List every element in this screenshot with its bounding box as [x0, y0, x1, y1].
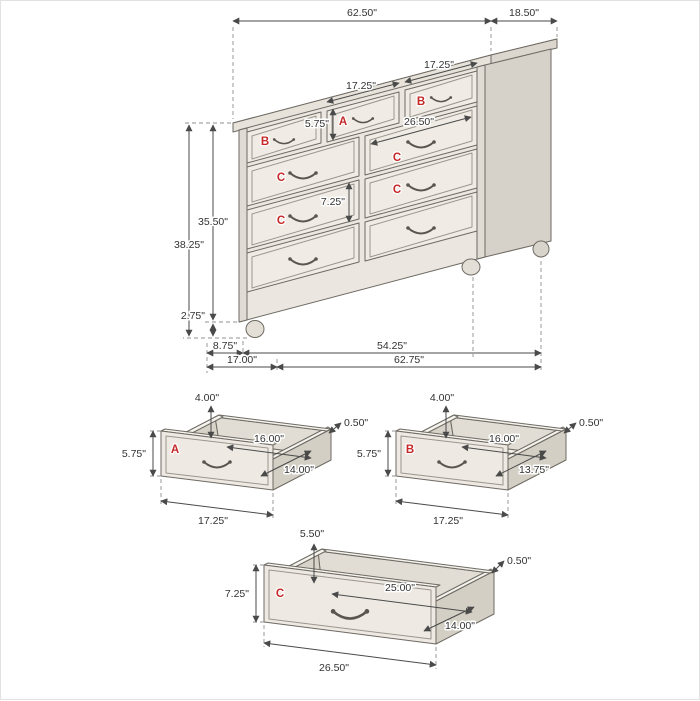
drawer-c-inner-width-label: 25.00": [385, 582, 415, 594]
dim-depth-label: 18.50": [509, 7, 539, 19]
dresser-top-right-edge: [490, 38, 558, 65]
dresser-right-pilaster: [476, 64, 486, 260]
dresser-left-pilaster: [238, 127, 248, 323]
drawer-c-inner-depth-label: 14.00": [445, 620, 475, 632]
drawer-letter-c2l: C: [277, 215, 285, 227]
drawer-c-front-width-label: 26.50": [319, 662, 349, 674]
dim-drawer-c-width-label: 26.50": [404, 116, 434, 128]
dim-line: [563, 422, 577, 434]
drawer-front-c1-left: [246, 136, 360, 207]
drawer-letter-c1l: C: [277, 172, 285, 184]
dim-line: [260, 450, 312, 477]
dim-total-height-label: 38.25": [174, 239, 204, 251]
drawer-a-thickness-label: 0.50": [344, 417, 368, 429]
drawer-letter-c1r: C: [393, 152, 401, 164]
drawer-c-front-height-label: 7.25": [225, 588, 249, 600]
dim-drawer-c-height-label: 7.25": [321, 196, 345, 208]
dim-base-b-label: 54.25": [377, 340, 407, 352]
dresser-view: 62.50" 18.50" 35.50" 38.25" 2.75" 8.75" …: [172, 6, 558, 373]
drawer-front-c3-right: [364, 191, 478, 262]
drawer-b-inner-width-label: 16.00": [489, 433, 519, 445]
drawer-front-c2-right: [364, 148, 478, 219]
drawer-b-letter: B: [406, 444, 414, 456]
dim-base-c-label: 17.00": [227, 354, 257, 366]
drawer-letter-a: A: [339, 116, 347, 128]
drawer-a-inner-depth-label: 14.00": [284, 464, 314, 476]
drawer-a-inner-width-label: 16.00": [254, 433, 284, 445]
dim-line-drawer-b-width: [404, 61, 478, 84]
drawer-a-front-height-label: 5.75": [122, 448, 146, 460]
dresser-right-side: [484, 48, 552, 258]
dim-drawer-b-width-label: 17.25": [424, 59, 454, 71]
drawer-b-inner-depth-label: 13.75": [519, 464, 549, 476]
drawer-c-back-height-label: 5.50": [300, 528, 324, 540]
drawer-c-letter: C: [276, 588, 284, 600]
dim-line-drawer-a-width: [326, 81, 400, 104]
dim-leg-height-label: 2.75": [181, 310, 205, 322]
drawer-front-c2-left-trim: [251, 183, 355, 246]
drawer-front-c1-left-trim: [251, 140, 355, 203]
drawer-front-b1-trim: [251, 115, 317, 160]
drawer-a-front-width-label: 17.25": [198, 515, 228, 527]
drawer-b-front-height-label: 5.75": [357, 448, 381, 460]
drawer-front-b1: [246, 111, 322, 164]
drawer-front-c3-right-trim: [369, 195, 473, 258]
drawer-front-c2-right-trim: [369, 152, 473, 215]
drawer-b-front-width-label: 17.25": [433, 515, 463, 527]
drawer-c-front-trim: [268, 569, 432, 640]
drawer-c-thickness-label: 0.50": [507, 555, 531, 567]
drawer-front-c2-left: [246, 179, 360, 250]
dim-case-height-label: 35.50": [198, 216, 228, 228]
front-left-leg: [245, 320, 265, 338]
back-right-leg: [532, 240, 550, 258]
drawer-b-back-height-label: 4.00": [430, 392, 454, 404]
drawer-a-letter: A: [171, 444, 179, 456]
dim-base-a-label: 8.75": [213, 340, 237, 352]
drawer-front-c3-left: [246, 222, 360, 293]
drawer-a-back-height-label: 4.00": [195, 392, 219, 404]
dim-line: [263, 640, 437, 668]
drawer-a-view: 4.00" 16.00" 5.75" 0.50" 14.00" 17.25" A: [120, 391, 370, 529]
front-right-leg: [461, 258, 481, 276]
dim-width-label: 62.50": [347, 7, 377, 19]
dim-line: [491, 560, 505, 574]
dim-line: [160, 498, 274, 518]
dim-line: [328, 422, 342, 434]
dim-line-drawer-c-width: [370, 115, 472, 146]
drawer-b-front-trim: [400, 435, 504, 486]
drawer-front-c3-left-trim: [251, 226, 355, 289]
drawer-b-view: 4.00" 16.00" 5.75" 0.50" 13.75" 17.25" B: [355, 391, 605, 529]
dim-drawer-a-width-label: 17.25": [346, 80, 376, 92]
drawer-b-thickness-label: 0.50": [579, 417, 603, 429]
drawer-letter-c2r: C: [393, 184, 401, 196]
drawer-letter-b1: B: [261, 136, 269, 148]
dim-line: [395, 498, 509, 518]
drawer-a-front-trim: [165, 435, 269, 486]
dim-base-d-label: 62.75": [394, 354, 424, 366]
dim-drawer-a-height-label: 5.75": [305, 118, 329, 130]
drawer-letter-b2: B: [417, 96, 425, 108]
drawer-c-view: 5.50" 25.00" 7.25" 0.50" 14.00" 26.50" C: [223, 527, 533, 676]
dim-line: [495, 450, 547, 477]
dim-line: [423, 606, 475, 632]
